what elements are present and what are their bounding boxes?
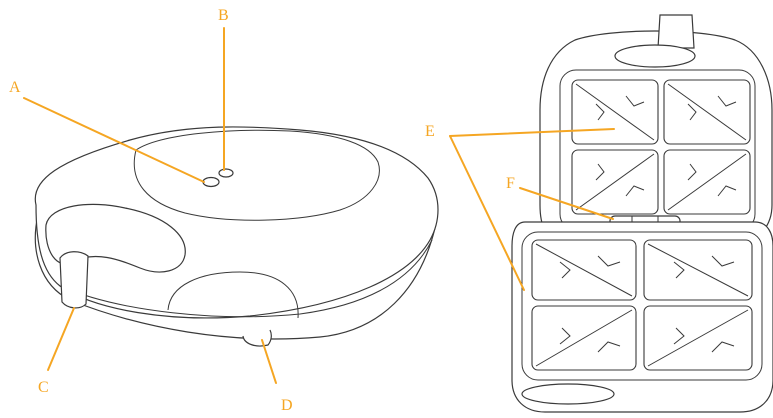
foot — [242, 329, 272, 347]
upper-cell-divider — [575, 83, 747, 211]
lower-cell-divider — [535, 243, 749, 367]
callout-label-e: E — [425, 123, 435, 140]
closed-sandwich-maker — [34, 126, 439, 347]
callout-label-c: C — [38, 379, 49, 396]
leader-f — [519, 187, 614, 220]
leader-e-1 — [449, 128, 615, 137]
lid-seam — [59, 239, 433, 318]
lower-cell-ridges — [559, 255, 735, 353]
indicator-light-a — [202, 176, 220, 188]
lower-plate-cells — [531, 239, 753, 371]
callout-label-f: F — [506, 175, 515, 192]
indicator-light-b — [218, 168, 234, 178]
callout-label-d: D — [281, 397, 293, 414]
leader-a — [23, 97, 205, 183]
leader-lines — [23, 27, 615, 384]
lid-top-panel — [133, 129, 380, 221]
lid-handle-tab — [657, 14, 695, 49]
upper-cell-ridges — [595, 95, 737, 197]
callout-label-b: B — [218, 7, 229, 24]
leader-c — [47, 307, 75, 371]
leader-e-2 — [449, 135, 525, 291]
leader-d — [261, 339, 277, 384]
base-handle-slot — [521, 383, 615, 405]
upper-plate-cells — [571, 79, 751, 215]
lid-handle-slot — [614, 44, 696, 68]
callout-label-a: A — [9, 79, 21, 96]
front-bumper — [167, 271, 299, 319]
front-latch — [59, 251, 89, 309]
lower-plate-frame — [521, 231, 763, 381]
open-sandwich-maker — [511, 14, 773, 413]
